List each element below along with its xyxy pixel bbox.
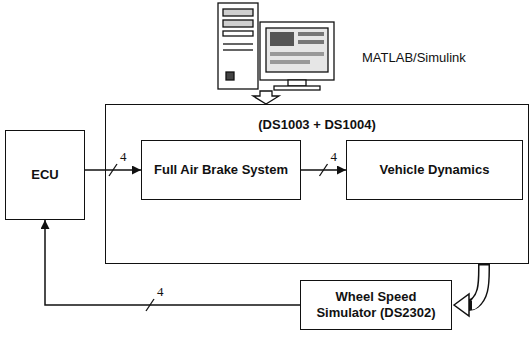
hollow-arrow <box>454 264 484 316</box>
bus-width-label: 4 <box>156 285 165 299</box>
box-label: ECU <box>25 167 64 183</box>
box-label: Full Air Brake System <box>148 162 294 178</box>
computer-icon <box>218 3 334 90</box>
brake-system-box: Full Air Brake System <box>141 140 301 200</box>
software-label: MATLAB/Simulink <box>362 50 466 65</box>
bus-width-label: 4 <box>330 150 339 164</box>
signal-arrow <box>85 164 141 176</box>
ecu-box: ECU <box>5 130 85 220</box>
bus-width-label: 4 <box>119 150 128 164</box>
wheel-speed-simulator-box: Wheel Speed Simulator (DS2302) <box>300 280 452 330</box>
vehicle-dynamics-box: Vehicle Dynamics <box>346 140 523 200</box>
signal-arrow <box>45 220 300 311</box>
hollow-down-arrow <box>253 91 279 104</box>
group-heading: (DS1003 + DS1004) <box>106 117 528 133</box>
box-label: Wheel Speed Simulator (DS2302) <box>301 289 451 320</box>
simulator-hardware-box: (DS1003 + DS1004) Full Air Brake System Ve… <box>105 104 529 264</box>
box-label: Vehicle Dynamics <box>374 162 496 178</box>
signal-arrow <box>301 164 346 176</box>
